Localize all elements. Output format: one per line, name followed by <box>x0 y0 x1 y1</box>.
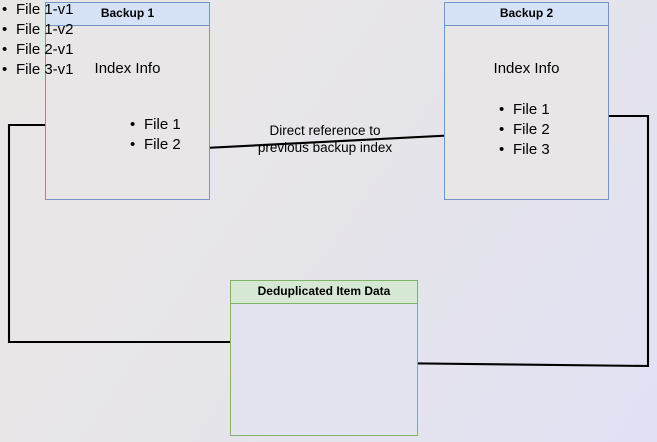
node-backup-2-header: Backup 2 <box>445 3 608 26</box>
node-dedup-file-list: File 1-v1 File 1-v2 File 2-v1 File 3-v1 <box>0 0 74 80</box>
node-backup-1-file-list: File 1 File 2 <box>128 115 181 155</box>
list-item: File 2 <box>497 120 550 140</box>
list-item: File 3-v1 <box>0 60 74 80</box>
node-backup-1-subtitle: Index Info <box>94 60 161 77</box>
edge-label-direct-reference: Direct reference to previous backup inde… <box>249 122 401 156</box>
node-backup-2[interactable]: Backup 2 Index Info File 1 File 2 File 3 <box>444 2 609 200</box>
list-item: File 1-v1 <box>0 0 74 20</box>
list-item: File 1 <box>497 100 550 120</box>
node-backup-2-file-list: File 1 File 2 File 3 <box>497 100 550 160</box>
node-backup-1-header: Backup 1 <box>46 3 209 26</box>
edge-label-line-1: Direct reference to <box>269 123 381 138</box>
list-item: File 2-v1 <box>0 40 74 60</box>
list-item: File 2 <box>128 135 181 155</box>
edge-label-line-2: previous backup index <box>257 140 393 155</box>
list-item: File 1-v2 <box>0 20 74 40</box>
list-item: File 1 <box>128 115 181 135</box>
node-dedup-header: Deduplicated Item Data <box>231 281 417 304</box>
list-item: File 3 <box>497 140 550 160</box>
node-backup-2-subtitle: Index Info <box>493 60 560 77</box>
node-deduplicated-item-data[interactable]: Deduplicated Item Data <box>230 280 418 436</box>
